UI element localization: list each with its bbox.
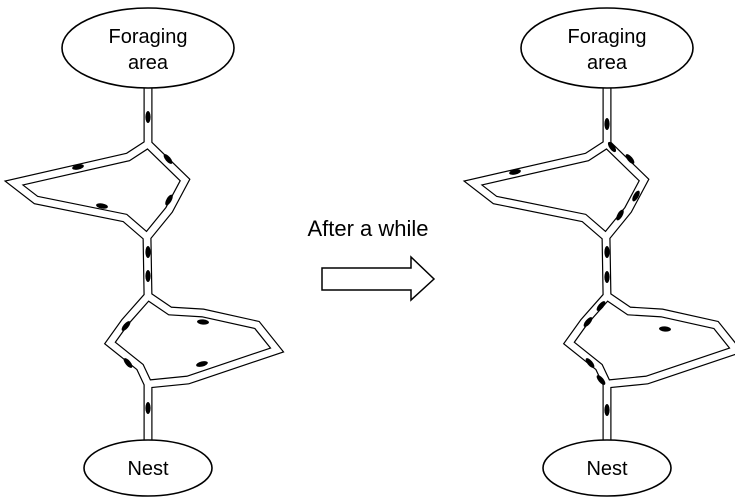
left-foraging-area-node: Foraging area (61, 7, 235, 89)
node-label: Nest (127, 458, 169, 480)
ant-icon (604, 246, 610, 258)
right-panel: Foraging area Nest (462, 7, 735, 497)
node-label-line2: area (587, 52, 628, 74)
right-ants (509, 118, 671, 416)
left-ants (72, 111, 209, 414)
node-label: Nest (586, 458, 628, 480)
ant-icon (509, 169, 521, 175)
ant-icon (596, 375, 606, 385)
right-foraging-area-node: Foraging area (520, 7, 694, 89)
ant-icon (197, 319, 209, 325)
ant-icon (607, 141, 617, 153)
node-label-line2: area (128, 52, 169, 74)
right-arrow-icon (321, 255, 436, 302)
ant-icon (596, 301, 606, 311)
ant-icon (583, 317, 593, 327)
ant-icon (145, 111, 151, 123)
ant-icon (604, 118, 610, 130)
ant-icon (604, 271, 610, 283)
ant-icon (604, 404, 610, 416)
node-label-line1: Foraging (568, 26, 647, 48)
ant-icon (165, 194, 173, 206)
ant-icon (196, 361, 208, 367)
ant-icon (121, 321, 131, 331)
left-panel: Foraging area Nest (3, 7, 285, 497)
transition-label: After a while (307, 216, 428, 241)
ant-icon (145, 270, 151, 282)
right-nest-node: Nest (542, 439, 672, 497)
ant-icon (145, 402, 151, 414)
ant-icon (96, 203, 108, 209)
left-trail (3, 86, 285, 440)
ant-icon (585, 358, 595, 368)
ant-icon (163, 154, 173, 164)
transition: After a while (307, 216, 436, 302)
ant-icon (72, 164, 84, 170)
node-label-line1: Foraging (109, 26, 188, 48)
ant-icon (123, 358, 133, 368)
left-nest-node: Nest (83, 439, 213, 497)
ant-icon (145, 246, 151, 258)
ant-icon (632, 190, 640, 202)
right-trail (462, 86, 735, 440)
ant-icon (625, 154, 635, 164)
ant-icon (659, 326, 671, 332)
ant-icon (616, 209, 624, 221)
